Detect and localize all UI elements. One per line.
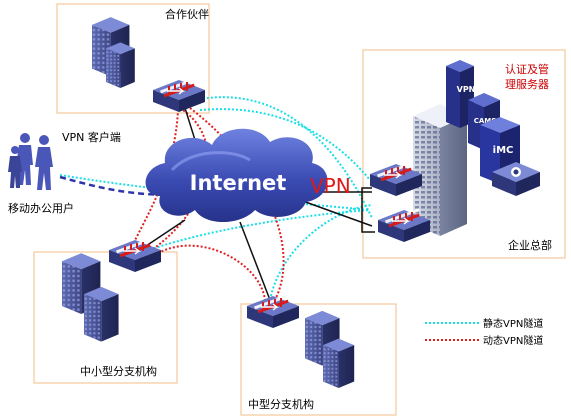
mobile-users-icon (8, 133, 53, 190)
dynamic-tunnel-partner-medium (189, 107, 285, 301)
server-cams-label: CAMS (474, 117, 497, 125)
server-vpn-label: VPN (457, 85, 476, 94)
legend-dynamic-label: 动态VPN隧道 (483, 334, 543, 347)
server-imc-label: iMC (493, 145, 514, 156)
link-medium-internet (239, 221, 271, 301)
internet-cloud: Internet (145, 128, 328, 222)
static-tunnel-partner-hq-1 (199, 108, 371, 181)
static-tunnel-partner-hq-2 (194, 96, 373, 219)
internet-label: Internet (190, 171, 287, 195)
dynamic-tunnel-small-medium (147, 244, 266, 301)
vpn-client-label: VPN 客户端 (62, 130, 121, 144)
link-hq-internet-2 (299, 199, 373, 227)
static-tunnel-small-hq (134, 209, 371, 256)
legend-static-label: 静态VPN隧道 (483, 317, 543, 330)
mobile-users-label: 移动办公用户 (8, 201, 74, 215)
medium-branch-label: 中型分支机构 (248, 397, 314, 411)
link-hq-routers (361, 187, 375, 233)
static-tunnel-medium-hq (269, 204, 373, 301)
legend: 静态VPN隧道 动态VPN隧道 (425, 317, 543, 347)
hq-server-label-line1: 认证及管 (505, 62, 549, 76)
small-branch-label: 中小型分支机构 (80, 364, 157, 378)
link-partner-internet (184, 107, 196, 141)
hq-label: 企业总部 (508, 238, 552, 252)
vpn-label: VPN (310, 174, 351, 198)
hq-server-rack: VPN CAMS iMC (446, 60, 540, 196)
client-vpn-tunnel (59, 175, 186, 197)
partner-label: 合作伙伴 (165, 7, 209, 21)
hq-server-label-line2: 理服务器 (505, 78, 549, 91)
server-console-icon (492, 162, 540, 196)
